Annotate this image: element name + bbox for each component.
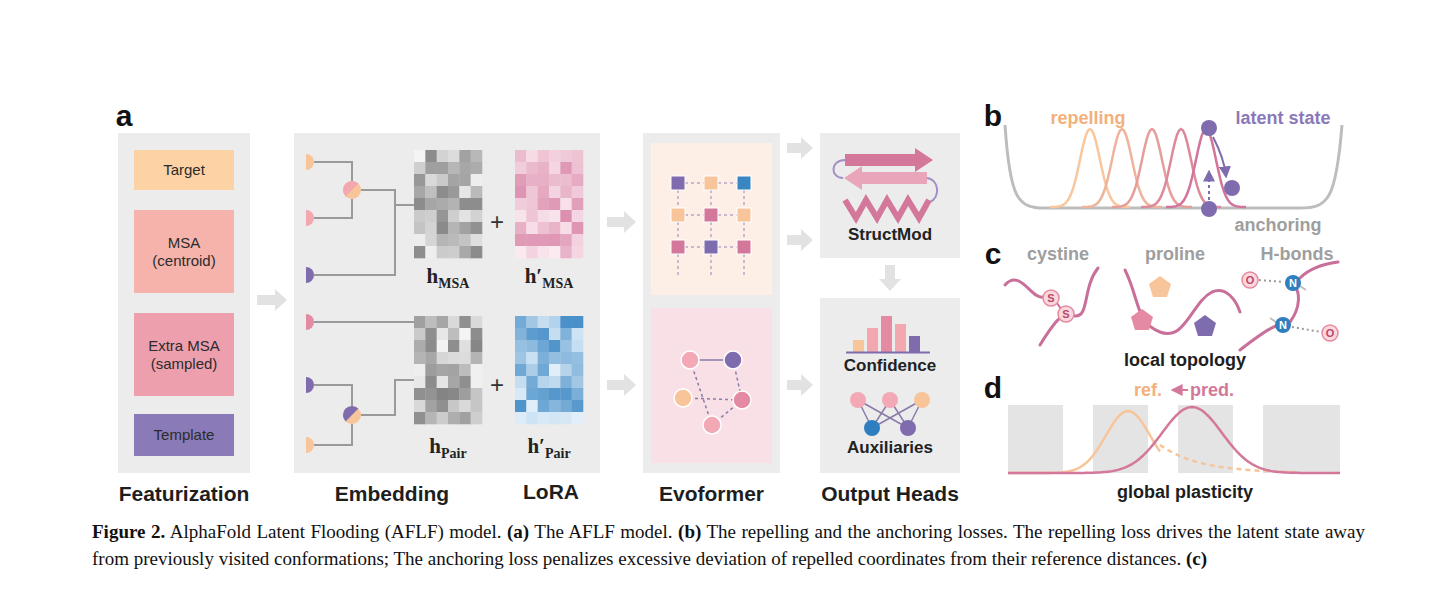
protein-structure <box>833 148 937 218</box>
panel-letter: a <box>116 99 133 133</box>
attention-grid <box>671 176 751 254</box>
input-box: MSA (centroid) <box>134 210 234 293</box>
node-label: Extra MSA (sampled) <box>138 337 230 373</box>
input-box: Template <box>134 414 234 456</box>
panel-heading: Embedding <box>335 481 449 506</box>
flow-arrow <box>787 229 813 251</box>
flow-arrow <box>607 211 636 233</box>
panel-heading: Output Heads <box>821 481 959 506</box>
auxiliary-network <box>850 392 930 436</box>
embedding-symbol: hPair <box>429 434 466 459</box>
latent-state-markers <box>1201 120 1240 217</box>
energy-well <box>1005 125 1342 208</box>
embedding-matrices <box>414 150 583 424</box>
pair-graph-nodes <box>674 351 751 434</box>
panel-heading: local topology <box>1124 350 1246 371</box>
node-label: StructMod <box>820 225 960 245</box>
embedding-symbol: h′MSA <box>525 264 574 289</box>
pair-track <box>651 308 772 463</box>
flow-arrow <box>879 265 901 291</box>
plus-sign: + <box>490 371 504 399</box>
curve-label: pred. <box>1190 380 1234 401</box>
panel-letter: d <box>984 371 1002 405</box>
loss-label: anchoring <box>1234 215 1321 236</box>
pair-graph-edges <box>683 360 742 425</box>
proline-rings <box>1131 276 1216 336</box>
input-box: Target <box>134 150 234 190</box>
attention-links <box>678 183 744 275</box>
disulfide-atoms <box>1043 290 1074 322</box>
shift-arrow <box>1173 389 1188 391</box>
motif-label: proline <box>1145 244 1205 265</box>
flow-arrow <box>257 289 287 311</box>
atom-symbol: O <box>1326 327 1335 339</box>
input-box: Extra MSA (sampled) <box>134 313 234 396</box>
plus-sign: + <box>490 208 504 236</box>
node-label: Auxiliaries <box>820 438 960 458</box>
confidence-bars <box>846 316 930 353</box>
panel-letter: c <box>985 237 1002 271</box>
plasticity-bins <box>1008 405 1340 473</box>
node-label: Template <box>154 426 215 444</box>
embedding-tree <box>314 162 414 445</box>
hydrogen-bonds <box>1242 272 1338 341</box>
panel-heading: Featurization <box>119 481 250 506</box>
panel-letter: b <box>984 99 1002 133</box>
curve-label: ref. <box>1134 380 1162 401</box>
flow-arrow <box>607 374 636 396</box>
repelling-gaussians <box>1050 129 1246 207</box>
atom-symbol: N <box>1279 319 1287 331</box>
motif-label: H-bonds <box>1261 244 1334 265</box>
flow-arrow <box>787 137 813 159</box>
structure-module: StructMod <box>820 133 960 258</box>
embedding-symbol: h′Pair <box>527 434 570 459</box>
figure-caption: Figure 2. AlphaFold Latent Flooding (AFL… <box>92 518 1365 572</box>
flow-arrow <box>787 374 813 396</box>
atom-symbol: S <box>1047 292 1054 304</box>
loss-label: repelling <box>1050 108 1125 129</box>
embedding-symbol: hMSA <box>427 264 470 289</box>
distance-distributions <box>1008 407 1340 473</box>
backbone-curves <box>1005 262 1338 350</box>
section-heading: LoRA <box>523 480 579 504</box>
atom-symbol: N <box>1289 277 1297 289</box>
node-label: Confidence <box>820 356 960 376</box>
panel-heading: Evoformer <box>659 481 764 506</box>
feature-inputs <box>306 154 361 453</box>
atom-symbol: O <box>1246 274 1255 286</box>
panel-heading: global plasticity <box>1117 482 1253 503</box>
node-label: Target <box>163 161 205 179</box>
motif-label: cystine <box>1027 244 1089 265</box>
state-label: latent state <box>1235 108 1330 129</box>
node-label: MSA (centroid) <box>138 234 230 270</box>
featurization-panel: FeaturizationTargetMSA (centroid)Extra M… <box>118 133 250 473</box>
atom-symbol: S <box>1062 308 1069 320</box>
msa-track <box>651 143 772 295</box>
